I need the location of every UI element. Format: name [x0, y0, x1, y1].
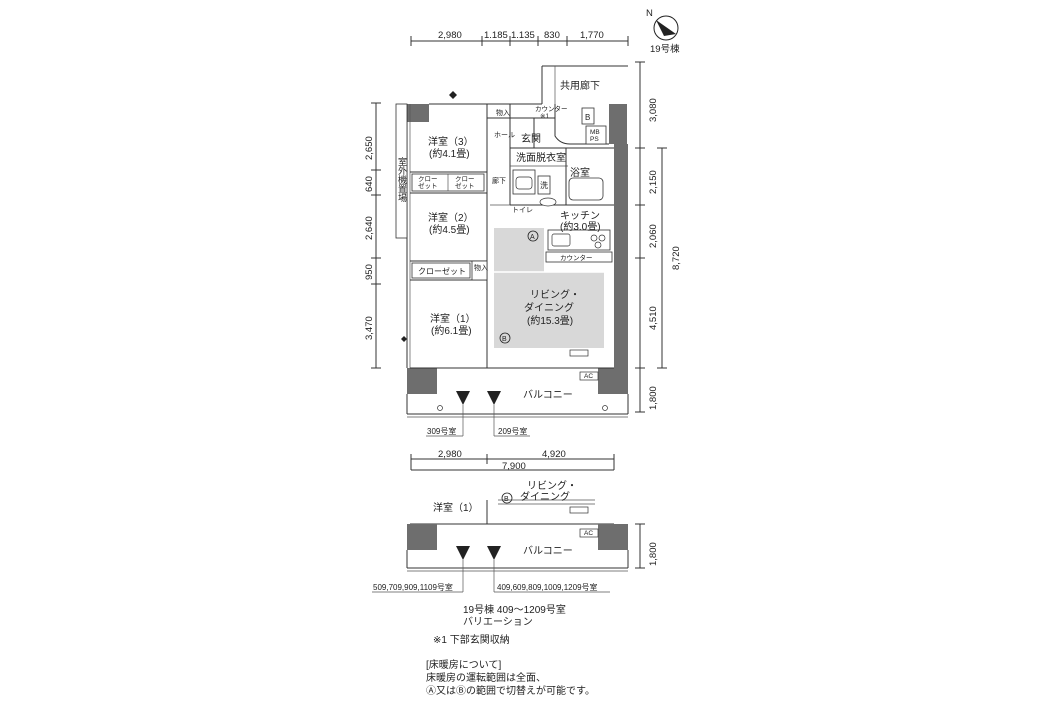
variation-living-2: ダイニング [520, 490, 570, 503]
top-dimension-line: 2,980 1.185 1.135 830 1,770 [410, 30, 629, 46]
counter-note-label: カウンター [535, 104, 568, 113]
zone-b-mark: B [502, 336, 507, 343]
western2-label: 洋室（2） [428, 211, 474, 224]
bottom-dimension-line: 2,980 4,920 7,900 [410, 449, 615, 472]
washroom-label: 洗面脱衣室 [516, 151, 566, 164]
closet-main-label: クローゼット [418, 266, 466, 276]
compass: N 19号棟 [646, 8, 680, 55]
drain-right-icon [487, 391, 501, 405]
wash-label: 洗 [540, 180, 548, 190]
zone-a-mark: A [530, 234, 535, 241]
variation-western1: 洋室（1） [433, 501, 479, 514]
outdoor-unit-label: 室外機置場 [397, 156, 407, 203]
heating-line-1: 床暖房の運転範囲は全面、 [426, 671, 546, 684]
heating-line-2: Ⓐ又はⒷの範囲で切替えが可能です。 [426, 684, 595, 697]
living-label-1: リビング・ [530, 288, 580, 301]
compass-north: N [646, 8, 653, 19]
kitchen-label: キッチン [560, 210, 600, 222]
caption-note1: ※1 下部玄関収納 [433, 633, 510, 646]
unit-labels: 309号室 209号室 [426, 426, 530, 437]
b-mark-label: B [585, 113, 590, 122]
fixtures [401, 91, 613, 436]
heating-zone-b [494, 272, 604, 348]
western3-size: (約4.1畳) [429, 147, 470, 160]
hall-label: ホール [494, 131, 515, 139]
variation-right-units: 409,609,809,1009,1209号室 [497, 582, 598, 592]
variation-plan: B 洋室（1） リビング・ ダイニング バルコニー AC 1,800 509,7… [372, 479, 659, 593]
closet-label-1b: ゼット [418, 181, 438, 190]
closet-label-2b: ゼット [455, 181, 475, 190]
closet-lower [411, 262, 471, 279]
ps-label: PS [590, 136, 599, 143]
counter-label: カウンター [560, 253, 593, 262]
variation-left-units: 509,709,909,1109号室 [373, 582, 453, 592]
unit-left-label: 309号室 [427, 426, 456, 436]
dim-top-2: 1.185 [484, 30, 508, 41]
dim-left-2: 640 [364, 176, 375, 192]
western2-size: (約4.5畳) [429, 223, 470, 236]
western1-label: 洋室（1） [430, 312, 476, 325]
dim-right-3: 2,060 [648, 224, 659, 248]
drain-left-icon [456, 391, 470, 405]
dim-bottom-2: 4,920 [542, 449, 566, 460]
unit-walls [395, 65, 629, 418]
bathtub [568, 177, 604, 201]
bath-label: 浴室 [570, 166, 590, 179]
mb-label: MB [590, 129, 600, 136]
floor-heating-zones [494, 228, 604, 348]
caption-subtitle: バリエーション [463, 616, 533, 628]
western1-size: (約6.1畳) [431, 324, 472, 337]
toilet-bowl [539, 197, 557, 207]
closet-label-2a: クロー [455, 175, 475, 183]
variation-drain-right-icon [487, 546, 501, 560]
entrance-label: 玄関 [521, 132, 541, 145]
dim-right-2: 2,150 [648, 170, 659, 194]
living-label-2: ダイニング [524, 301, 574, 314]
dim-top-4: 830 [544, 30, 560, 41]
dim-top-5: 1,770 [580, 30, 604, 41]
closet-label-1a: クロー [418, 175, 438, 183]
dim-bottom-1: 2,980 [438, 449, 462, 460]
dim-top-3: 1.135 [511, 30, 535, 41]
balcony-label: バルコニー [523, 389, 573, 401]
dim-left-5: 3,470 [364, 316, 375, 340]
right-dimension-lines: 3,080 2,150 2,060 8,720 4,510 1,800 [635, 61, 682, 413]
dim-bottom-total: 7,900 [502, 461, 526, 472]
dim-right-total: 8,720 [671, 246, 682, 270]
storage-lower-label: 物入 [474, 263, 488, 272]
variation-dim: 1,800 [648, 542, 659, 566]
variation-balcony: バルコニー [523, 545, 573, 557]
variation-ac: AC [584, 530, 593, 537]
dim-left-3: 2,640 [364, 216, 375, 240]
captions: 19号棟 409〜1209号室 バリエーション ※1 下部玄関収納 [床暖房につ… [426, 603, 595, 697]
hallway-label: 廊下 [492, 176, 506, 185]
dim-top-1: 2,980 [438, 30, 462, 41]
building-label: 19号棟 [650, 43, 680, 55]
variation-living-1: リビング・ [527, 479, 577, 492]
storage-upper-label: 物入 [496, 108, 510, 117]
note-mark: ※1 [540, 113, 549, 120]
left-dimension-line: 2,650 640 2,640 950 3,470 [364, 102, 381, 369]
unit-right-label: 209号室 [498, 426, 527, 436]
variation-drain-left-icon [456, 546, 470, 560]
living-size: (約15.3畳) [527, 314, 573, 327]
caption-title: 19号棟 409〜1209号室 [463, 603, 566, 616]
washer [537, 175, 551, 195]
toilet-label: トイレ [512, 207, 533, 214]
ac-label: AC [584, 373, 593, 380]
variation-zone-b-mark: B [504, 496, 509, 503]
dim-left-1: 2,650 [364, 136, 375, 160]
heating-zone-a [494, 228, 544, 272]
dim-right-1: 3,080 [648, 98, 659, 122]
western3-label: 洋室（3） [428, 135, 474, 148]
dim-right-4: 4,510 [648, 306, 659, 330]
corridor-label: 共用廊下 [560, 79, 600, 92]
dim-left-4: 950 [364, 264, 375, 280]
dim-right-5: 1,800 [648, 386, 659, 410]
room-labels: 共用廊下 洋室（3） (約4.1畳) 洋室（2） (約4.5畳) 洋室（1） (… [397, 79, 601, 401]
heating-heading: [床暖房について] [426, 658, 501, 671]
kitchen-size: (約3.0畳) [560, 220, 601, 233]
